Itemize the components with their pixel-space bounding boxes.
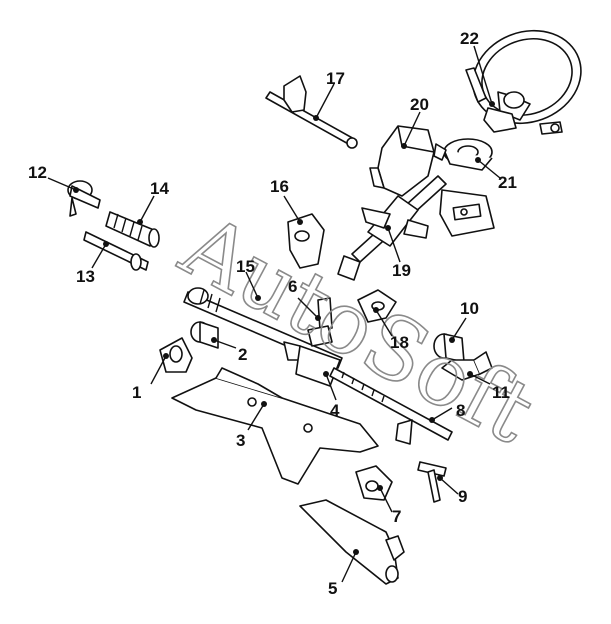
callout-13: 13 xyxy=(76,267,95,286)
mounting-bracket-part xyxy=(287,213,325,269)
steering-wheel-part xyxy=(465,29,582,135)
callout-10: 10 xyxy=(460,299,479,318)
column-shroud-part xyxy=(369,125,435,197)
callout-4: 4 xyxy=(330,401,340,420)
callout-leaders xyxy=(47,45,501,583)
callout-2: 2 xyxy=(238,345,247,364)
rack-boot-part xyxy=(105,211,160,248)
callout-15: 15 xyxy=(236,257,255,276)
callout-1: 1 xyxy=(132,383,141,402)
rack-mount-bracket-part xyxy=(159,337,193,373)
rack-bar-part xyxy=(329,367,453,445)
callout-22: 22 xyxy=(460,29,479,48)
tie-rod-end-part xyxy=(67,180,101,217)
steering-rack-part xyxy=(183,287,343,387)
callout-19: 19 xyxy=(392,261,411,280)
callout-8: 8 xyxy=(456,401,465,420)
callout-16: 16 xyxy=(270,177,289,196)
callout-6: 6 xyxy=(288,277,297,296)
column-switch-part xyxy=(433,138,493,171)
callout-17: 17 xyxy=(326,69,345,88)
lower-arm-part xyxy=(299,499,405,585)
callout-18: 18 xyxy=(390,333,409,352)
upper-shaft-part xyxy=(265,75,358,149)
callout-9: 9 xyxy=(458,487,467,506)
callout-numbers: 1 2 3 4 5 6 7 8 9 10 11 12 13 14 15 16 1… xyxy=(28,29,517,598)
callout-21: 21 xyxy=(498,173,517,192)
tie-rod-part xyxy=(83,231,149,271)
arm-bracket-part xyxy=(355,465,393,501)
bushing-part xyxy=(433,333,465,363)
callout-20: 20 xyxy=(410,95,429,114)
callout-5: 5 xyxy=(328,579,337,598)
callout-14: 14 xyxy=(150,179,169,198)
callout-7: 7 xyxy=(392,507,401,526)
rack-mount-bushing-part xyxy=(190,321,219,349)
callout-12: 12 xyxy=(28,163,47,182)
pinion-part xyxy=(307,297,333,347)
callout-3: 3 xyxy=(236,431,245,450)
steering-column-part xyxy=(337,175,495,281)
callout-11: 11 xyxy=(492,383,510,402)
stabilizer-link-part xyxy=(417,461,447,503)
